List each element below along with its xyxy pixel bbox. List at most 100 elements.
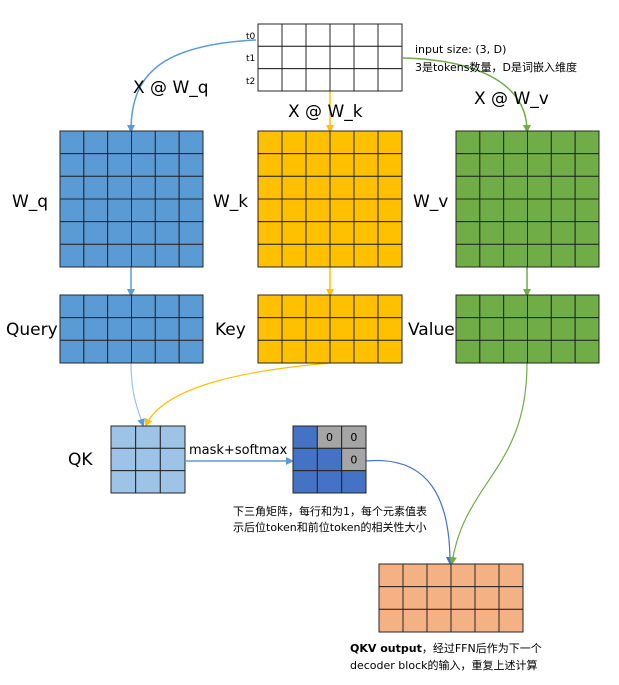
input-matrix-cell xyxy=(305,45,331,70)
query-matrix-cell xyxy=(83,294,109,319)
qkv-output-matrix-cell xyxy=(450,563,476,588)
input-matrix-cell xyxy=(353,23,379,47)
wk-matrix-cell xyxy=(257,198,283,223)
qkv-output-matrix-cell xyxy=(498,586,524,610)
input-row-label-t1: t1 xyxy=(246,54,255,64)
wk-matrix-cell xyxy=(377,198,403,223)
wk-matrix-cell xyxy=(257,221,283,245)
masked-matrix-cell xyxy=(316,447,343,472)
wv-matrix-cell xyxy=(503,130,529,155)
input-matrix-cell xyxy=(329,68,355,92)
qkv-output-matrix-cell xyxy=(450,586,476,610)
input-matrix-cell xyxy=(305,68,331,92)
qkv-output-matrix-cell xyxy=(378,608,404,633)
value-matrix xyxy=(455,294,600,364)
wq-matrix-cell xyxy=(131,175,156,200)
input-matrix-cell xyxy=(281,68,307,92)
wq-matrix-cell xyxy=(107,175,132,200)
qkv-output-matrix-cell xyxy=(426,586,452,610)
input-matrix-cell xyxy=(281,45,307,70)
wk-matrix-cell xyxy=(281,130,307,155)
wv-matrix-cell xyxy=(574,130,600,155)
wq-matrix-cell xyxy=(107,243,132,268)
query-matrix-cell xyxy=(107,294,132,319)
input-dims-note: 3是tokens数量，D是词嵌入维度 xyxy=(415,60,577,74)
wv-matrix-cell xyxy=(455,130,481,155)
qkv-output-matrix xyxy=(378,563,524,633)
qkv-output-matrix-cell xyxy=(450,608,476,633)
value-matrix-cell xyxy=(455,317,481,341)
qk-matrix-cell xyxy=(159,425,186,449)
query-label: Query xyxy=(6,320,58,340)
wk-matrix-cell xyxy=(377,243,403,268)
wk-matrix-cell xyxy=(305,153,331,177)
qk-matrix-cell xyxy=(110,447,137,472)
value-matrix-cell xyxy=(479,339,505,364)
value-matrix-cell xyxy=(550,339,576,364)
key-matrix-cell xyxy=(377,294,403,319)
query-matrix-cell xyxy=(131,339,156,364)
qk-matrix-cell xyxy=(159,470,186,494)
query-matrix-cell xyxy=(178,317,204,341)
wv-matrix xyxy=(455,130,600,268)
wv-matrix-cell xyxy=(503,198,529,223)
query-matrix-cell xyxy=(178,339,204,364)
query-matrix-cell xyxy=(83,339,109,364)
wq-matrix-cell xyxy=(83,130,109,155)
wq-matrix-cell xyxy=(131,153,156,177)
value-matrix-cell xyxy=(479,317,505,341)
qkv-output-matrix-cell xyxy=(378,586,404,610)
wv-matrix-cell xyxy=(455,153,481,177)
key-matrix-cell xyxy=(353,339,379,364)
key-matrix xyxy=(257,294,403,364)
wv-matrix-cell xyxy=(503,175,529,200)
mask-zero-value: 0 xyxy=(350,454,357,467)
v-projection-label: X @ W_v xyxy=(474,89,549,109)
input-matrix-cell xyxy=(257,23,283,47)
qkv-output-matrix-cell xyxy=(426,608,452,633)
qkv-output-matrix-cell xyxy=(402,608,428,633)
input-matrix-cell xyxy=(377,45,403,70)
qk-matrix-cell xyxy=(135,425,161,449)
wv-label: W_v xyxy=(413,192,448,212)
wq-matrix-cell xyxy=(83,153,109,177)
input-to-wq-arrow xyxy=(127,39,257,133)
wv-matrix-cell xyxy=(479,175,505,200)
wk-matrix-cell xyxy=(281,153,307,177)
input-to-wv-arrow xyxy=(402,57,531,133)
qkv-output-matrix-cell xyxy=(474,563,500,588)
qk-matrix-cell xyxy=(110,470,137,494)
query-matrix-cell xyxy=(107,317,132,341)
wv-matrix-cell xyxy=(479,221,505,245)
key-matrix-cell xyxy=(281,339,307,364)
value-matrix-cell xyxy=(455,339,481,364)
wk-matrix-cell xyxy=(281,221,307,245)
wv-matrix-cell xyxy=(550,243,576,268)
wq-matrix-cell xyxy=(83,198,109,223)
wk-matrix-cell xyxy=(305,221,331,245)
wv-matrix-cell xyxy=(550,221,576,245)
wk-matrix-cell xyxy=(305,130,331,155)
masked-matrix-cell xyxy=(292,447,318,472)
input-row-labels: t0 t1 t2 xyxy=(246,32,256,87)
key-matrix-cell xyxy=(257,294,283,319)
wk-matrix-cell xyxy=(257,153,283,177)
wq-matrix-cell xyxy=(83,221,109,245)
value-matrix-cell xyxy=(479,294,505,319)
value-matrix-cell xyxy=(503,294,529,319)
input-matrix-cell xyxy=(377,68,403,92)
wv-matrix-cell xyxy=(503,221,529,245)
wv-matrix-cell xyxy=(550,153,576,177)
qkv-output-matrix-cell xyxy=(474,608,500,633)
qk-matrix-cell xyxy=(159,447,186,472)
key-matrix-cell xyxy=(353,294,379,319)
wv-matrix-cell xyxy=(527,221,552,245)
wq-matrix-cell xyxy=(107,153,132,177)
wq-matrix-cell xyxy=(59,153,85,177)
wk-matrix-cell xyxy=(353,243,379,268)
wk-matrix-cell xyxy=(257,175,283,200)
wq-matrix-cell xyxy=(154,175,180,200)
wk-matrix-cell xyxy=(329,130,355,155)
key-matrix-cell xyxy=(281,317,307,341)
